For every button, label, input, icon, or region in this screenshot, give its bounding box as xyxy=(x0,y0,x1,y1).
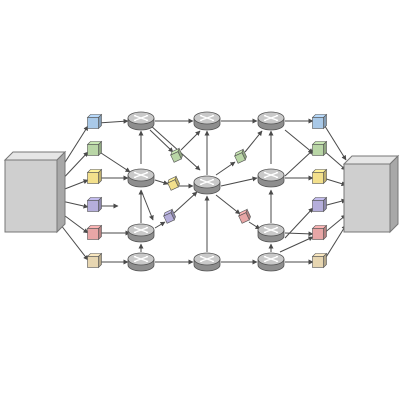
connection-arrow xyxy=(140,189,154,221)
server-layer xyxy=(3,150,400,234)
r-r2-router-icon xyxy=(257,168,285,188)
connection-arrow xyxy=(322,214,347,235)
connection-arrow xyxy=(284,207,314,239)
out-yellow-packet-cube-icon xyxy=(311,168,328,185)
connection-arrow xyxy=(322,224,347,263)
r-r1-router-icon xyxy=(257,111,285,131)
out-purple-packet-cube-icon xyxy=(311,196,328,213)
connection-arrow xyxy=(173,191,198,214)
connection-arrow xyxy=(284,129,314,154)
connection-arrow xyxy=(149,124,201,171)
connection-arrow xyxy=(180,130,201,151)
r-r4-router-icon xyxy=(257,252,285,272)
out-green-packet-cube-icon xyxy=(311,140,328,157)
in-red-packet-cube-icon xyxy=(86,224,103,241)
connection-arrow xyxy=(279,236,314,253)
out-blue-packet-cube-icon xyxy=(311,113,328,130)
r-l2-router-icon xyxy=(127,168,155,188)
connection-arrow xyxy=(215,161,236,176)
r-l3-router-icon xyxy=(127,223,155,243)
r-m3-router-icon xyxy=(193,252,221,272)
source-server-server-icon xyxy=(3,150,67,234)
out-tan-packet-cube-icon xyxy=(311,252,328,269)
destination-server-server-icon xyxy=(342,154,400,234)
connection-arrow xyxy=(154,179,169,186)
r-m2-router-icon xyxy=(193,175,221,195)
connection-arrow xyxy=(284,149,314,177)
router-layer xyxy=(127,111,285,272)
r-l1-router-icon xyxy=(127,111,155,131)
r-r3-router-icon xyxy=(257,223,285,243)
transit-yellow-packet-cube-icon xyxy=(167,175,180,191)
in-tan-packet-cube-icon xyxy=(86,252,103,269)
connection-arrow xyxy=(322,122,347,161)
connection-arrow xyxy=(215,194,241,215)
connection-arrow xyxy=(97,150,131,173)
in-green-packet-cube-icon xyxy=(86,140,103,157)
in-yellow-packet-cube-icon xyxy=(86,168,103,185)
packet-layer xyxy=(86,113,328,269)
connection-arrow xyxy=(149,129,174,153)
connection-arrow xyxy=(322,177,347,187)
connection-arrow xyxy=(322,198,347,207)
connection-arrow xyxy=(97,118,129,124)
in-purple-packet-cube-icon xyxy=(86,196,103,213)
out-red-packet-cube-icon xyxy=(311,224,328,241)
connection-arrow xyxy=(248,221,261,230)
in-blue-packet-cube-icon xyxy=(86,113,103,130)
transit-red-packet-cube-icon xyxy=(238,208,251,224)
transit-green-1-packet-cube-icon xyxy=(170,147,183,163)
transit-purple-packet-cube-icon xyxy=(163,208,176,224)
transit-green-2-packet-cube-icon xyxy=(234,148,247,164)
connection-arrow xyxy=(220,176,258,187)
connection-arrow xyxy=(244,130,263,153)
connection-arrow xyxy=(322,149,347,171)
connection-arrow xyxy=(154,221,166,229)
r-m1-router-icon xyxy=(193,111,221,131)
r-l4-router-icon xyxy=(127,252,155,272)
